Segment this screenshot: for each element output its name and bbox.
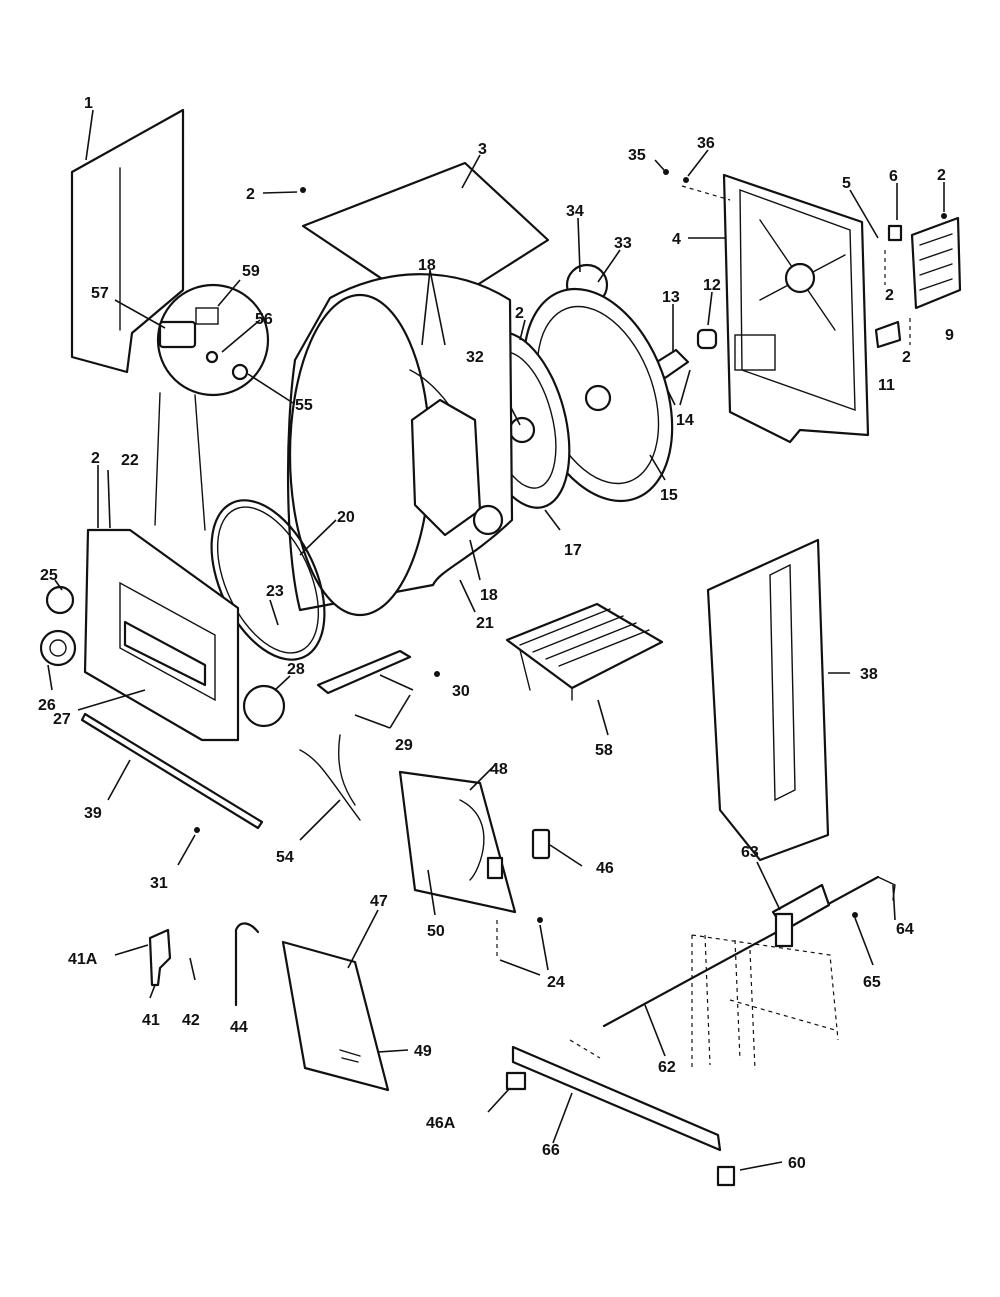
part-12-13-14-idler — [650, 291, 718, 406]
callout-55: 55 — [295, 397, 313, 414]
callout-25: 25 — [40, 567, 58, 584]
callout-1: 1 — [84, 95, 93, 112]
callout-5: 5 — [842, 175, 851, 192]
part-21-drum — [286, 269, 514, 617]
callout-15: 15 — [660, 487, 678, 504]
callout-59: 59 — [242, 263, 260, 280]
callout-6: 6 — [889, 168, 898, 185]
part-48-50-door — [398, 764, 517, 916]
part-5-6-9-11-hardware — [849, 182, 962, 349]
part-27-lint — [77, 689, 146, 711]
callout-26: 26 — [38, 697, 56, 714]
callout-28: 28 — [287, 661, 305, 678]
callout-34: 34 — [566, 203, 584, 220]
callout-4: 4 — [672, 231, 681, 248]
callout-54: 54 — [276, 849, 294, 866]
callout-46A: 46A — [426, 1115, 456, 1132]
callout-65: 65 — [863, 974, 881, 991]
callout-41A: 41A — [68, 951, 98, 968]
callout-2: 2 — [937, 167, 946, 184]
callout-2: 2 — [902, 349, 911, 366]
callout-12: 12 — [703, 277, 721, 294]
callout-18: 18 — [480, 587, 498, 604]
callout-18: 18 — [418, 257, 436, 274]
callout-13: 13 — [662, 289, 680, 306]
part-25-26-28-knobs — [39, 579, 291, 728]
callout-2: 2 — [885, 287, 894, 304]
part-22-front-panel — [83, 465, 240, 742]
callout-9: 9 — [945, 327, 954, 344]
part-4-rear-panel — [681, 173, 870, 444]
callout-60: 60 — [788, 1155, 806, 1172]
callout-labels: 1 2 3 35 36 4 5 6 2 9 34 33 2 2 11 13 12… — [38, 95, 954, 1172]
callout-47: 47 — [370, 893, 388, 910]
part-55-59-inset — [114, 279, 294, 531]
part-24-screws — [496, 917, 549, 976]
callout-21: 21 — [476, 615, 494, 632]
part-62-65-base-frame — [602, 861, 896, 1071]
callout-11: 11 — [878, 377, 895, 394]
callout-41: 41 — [142, 1012, 160, 1029]
callout-22: 22 — [121, 452, 139, 469]
callout-30: 30 — [452, 683, 470, 700]
callout-27: 27 — [53, 711, 71, 728]
callout-2: 2 — [91, 450, 100, 467]
callout-48: 48 — [490, 761, 508, 778]
callout-2: 2 — [515, 305, 524, 322]
callout-42: 42 — [182, 1012, 200, 1029]
part-46-latch — [531, 828, 583, 867]
callout-64: 64 — [896, 921, 914, 938]
callout-3: 3 — [478, 141, 487, 158]
part-38-side-panel — [706, 538, 850, 862]
callout-50: 50 — [427, 923, 445, 940]
callout-56: 56 — [255, 311, 273, 328]
part-31-39-toe — [80, 712, 264, 866]
callout-35: 35 — [628, 147, 646, 164]
callout-31: 31 — [150, 875, 168, 892]
callout-58: 58 — [595, 742, 613, 759]
callout-17: 17 — [564, 542, 582, 559]
part-54-harness — [299, 734, 361, 841]
callout-33: 33 — [614, 235, 632, 252]
callout-57: 57 — [91, 285, 109, 302]
callout-49: 49 — [414, 1043, 432, 1060]
callout-14: 14 — [676, 412, 694, 429]
callout-63: 63 — [741, 844, 759, 861]
callout-62: 62 — [658, 1059, 676, 1076]
callout-44: 44 — [230, 1019, 248, 1036]
callout-38: 38 — [860, 666, 878, 683]
part-41-42-44-hinge — [114, 922, 260, 1007]
callout-46: 46 — [596, 860, 614, 877]
callout-20: 20 — [337, 509, 355, 526]
part-47-49-inner-door — [281, 909, 409, 1092]
part-1-side-panel — [70, 108, 185, 374]
callout-39: 39 — [84, 805, 102, 822]
callout-24: 24 — [547, 974, 565, 991]
callout-36: 36 — [697, 135, 715, 152]
part-35-36-screws — [654, 149, 709, 183]
callout-32: 32 — [466, 349, 484, 366]
callout-23: 23 — [266, 583, 284, 600]
part-29-30-bracket — [316, 649, 440, 729]
callout-66: 66 — [542, 1142, 560, 1159]
callout-2: 2 — [246, 186, 255, 203]
part-58-rack — [505, 602, 664, 736]
part-46A-60-66-toekick — [487, 1039, 783, 1187]
callout-29: 29 — [395, 737, 413, 754]
